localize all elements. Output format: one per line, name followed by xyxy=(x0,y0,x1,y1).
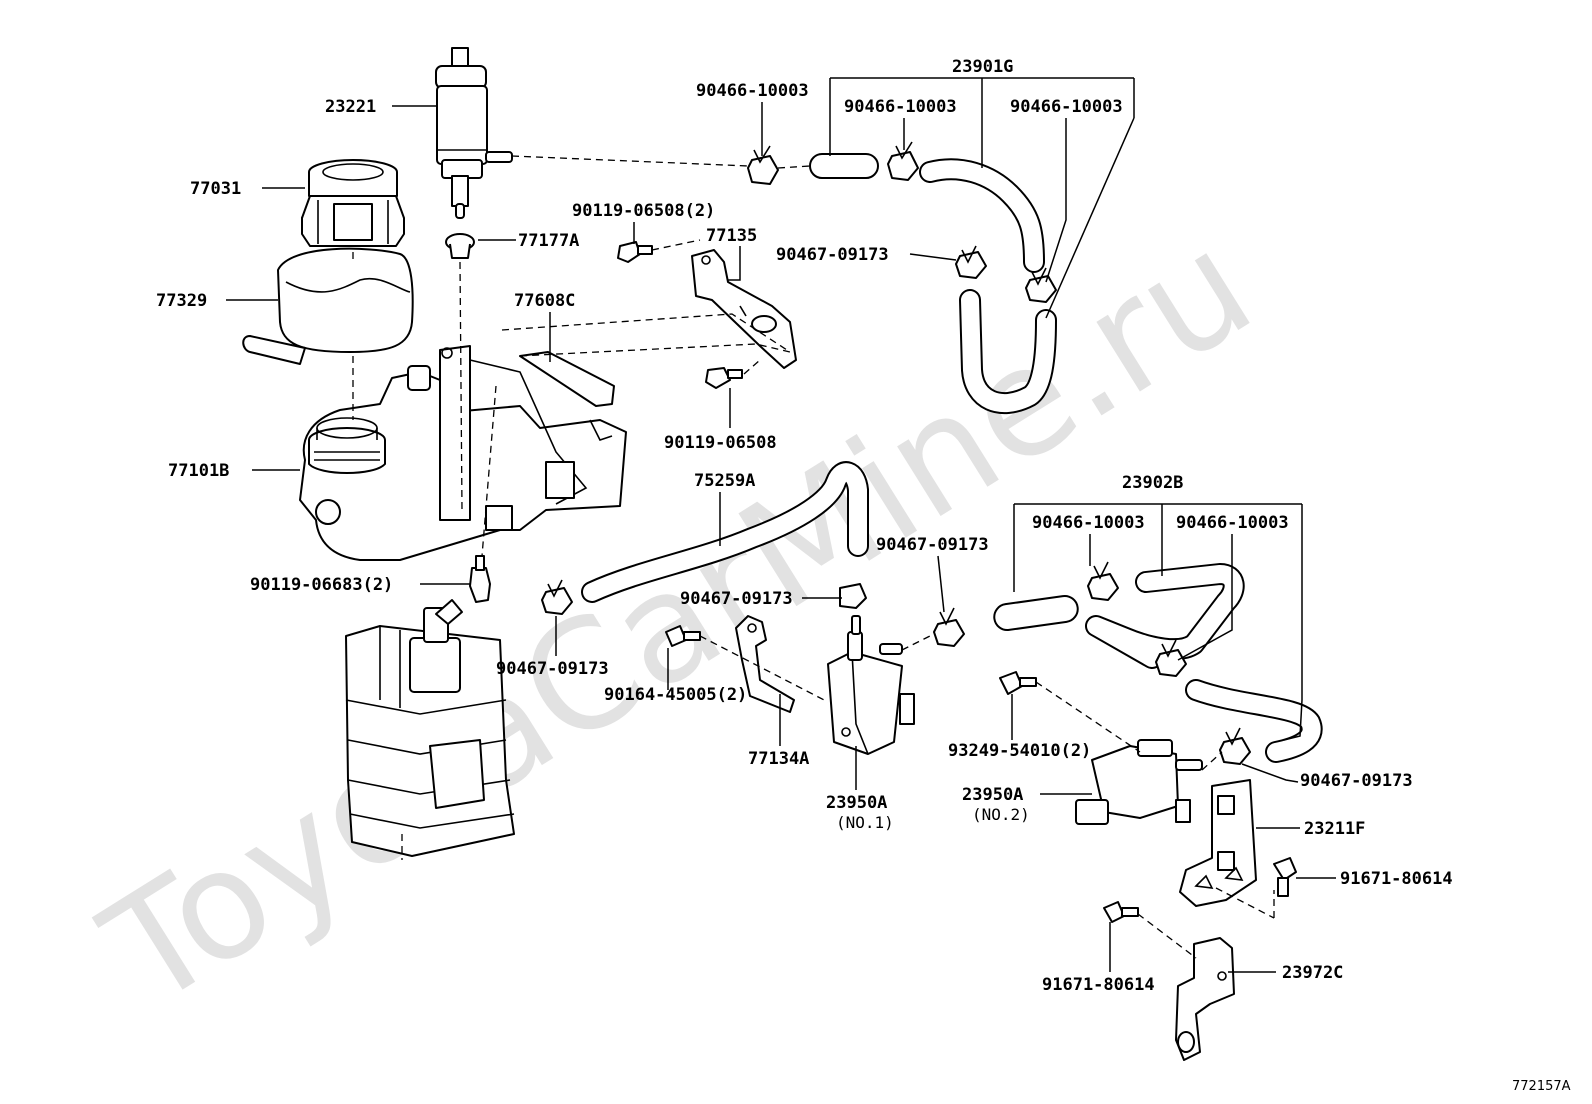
label-23950A-no1: 23950A xyxy=(826,793,887,813)
bolt-93249-54010 xyxy=(999,671,1037,695)
hose-clip xyxy=(1219,727,1251,765)
bracket-23211F xyxy=(1179,779,1257,907)
label-90119-06683: 90119-06683(2) xyxy=(250,575,393,595)
bolt-90119-06508 xyxy=(705,367,743,389)
label-90466-10003-e: 90466-10003 xyxy=(1176,513,1289,533)
label-75259A: 75259A xyxy=(694,471,755,491)
hose-75259A xyxy=(581,461,869,603)
reservoir-bolt xyxy=(469,555,491,603)
hose-clip xyxy=(1087,561,1119,601)
vsv-no1 xyxy=(827,615,915,755)
diagram-reference: 772157A xyxy=(1512,1079,1571,1094)
label-90467-09173-a: 90467-09173 xyxy=(776,245,889,265)
label-90466-10003-b: 90466-10003 xyxy=(844,97,957,117)
label-90466-10003-a: 90466-10003 xyxy=(696,81,809,101)
hose-clip xyxy=(1155,639,1187,677)
filter-strainer xyxy=(242,247,414,365)
label-23950A-no2: 23950A xyxy=(962,785,1023,805)
alignment-lines xyxy=(352,155,1275,959)
label-23950A-no2-sub: (NO.2) xyxy=(972,805,1030,824)
reservoir-cap xyxy=(301,159,405,247)
label-90467-09173-c: 90467-09173 xyxy=(876,535,989,555)
charcoal-canister xyxy=(345,599,515,857)
hose-group-23901G xyxy=(809,153,1057,415)
leader-lines xyxy=(226,77,1336,973)
label-23901G: 23901G xyxy=(952,57,1013,77)
washer-reservoir xyxy=(299,345,627,561)
label-77608C: 77608C xyxy=(514,291,575,311)
pump-bracket-pad xyxy=(519,351,615,407)
label-93249-54010: 93249-54010(2) xyxy=(948,741,1091,761)
hose-clip xyxy=(955,245,987,279)
grommet xyxy=(445,233,475,259)
label-90164-45005: 90164-45005(2) xyxy=(604,685,747,705)
label-77329: 77329 xyxy=(156,291,207,311)
hose-clip xyxy=(839,583,867,609)
label-23950A-no1-sub: (NO.1) xyxy=(836,813,894,832)
label-90467-09173-e: 90467-09173 xyxy=(1300,771,1413,791)
part-labels: 23221 77031 77177A 77329 77608C 77101B 9… xyxy=(156,57,1453,995)
label-23972C: 23972C xyxy=(1282,963,1343,983)
hose-clip xyxy=(1025,267,1057,303)
hose-group-23902B xyxy=(993,563,1323,763)
bolt-90119-06508-2 xyxy=(617,241,653,263)
bracket-23972C xyxy=(1175,937,1235,1061)
label-90467-09173-b: 90467-09173 xyxy=(680,589,793,609)
label-23221: 23221 xyxy=(325,97,376,117)
label-77031: 77031 xyxy=(190,179,241,199)
hose-clip xyxy=(933,607,965,647)
bolt-90164-45005 xyxy=(665,625,701,647)
label-90119-06508-2: 90119-06508(2) xyxy=(572,201,715,221)
label-23211F: 23211F xyxy=(1304,819,1365,839)
bracket-77135 xyxy=(691,249,797,369)
label-91671-80614-b: 91671-80614 xyxy=(1042,975,1155,995)
hose-clip xyxy=(887,141,919,181)
hose-clip xyxy=(747,145,779,185)
label-77134A: 77134A xyxy=(748,749,809,769)
label-90119-06508: 90119-06508 xyxy=(664,433,777,453)
bolt-91671-80614-a xyxy=(1273,857,1297,897)
bracket-77134A xyxy=(735,615,795,713)
label-77177A: 77177A xyxy=(518,231,579,251)
vsv-no2 xyxy=(1075,739,1203,825)
label-77135: 77135 xyxy=(706,226,757,246)
washer-pump xyxy=(435,47,513,219)
label-91671-80614-a: 91671-80614 xyxy=(1340,869,1453,889)
hose-clip xyxy=(541,579,573,615)
label-23902B: 23902B xyxy=(1122,473,1183,493)
label-90466-10003-d: 90466-10003 xyxy=(1032,513,1145,533)
label-90467-09173-d: 90467-09173 xyxy=(496,659,609,679)
label-90466-10003-c: 90466-10003 xyxy=(1010,97,1123,117)
bolt-91671-80614-b xyxy=(1103,901,1139,923)
label-77101B: 77101B xyxy=(168,461,229,481)
